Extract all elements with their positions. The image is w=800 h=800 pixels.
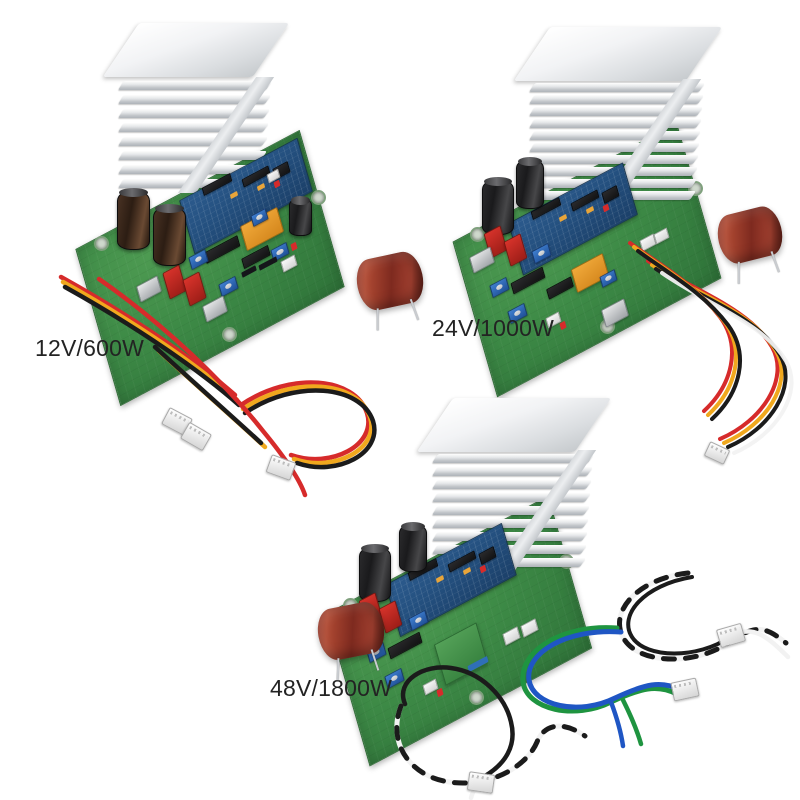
electrolytic-capacitor bbox=[117, 188, 150, 250]
board-label-12v: 12V/600W bbox=[35, 335, 144, 361]
jst-connector[interactable] bbox=[466, 771, 496, 794]
mounting-hole bbox=[469, 690, 484, 705]
attached-wire-harness-24v bbox=[628, 241, 794, 455]
electrolytic-capacitor bbox=[289, 196, 312, 236]
board-label-24v: 24V/1000W bbox=[432, 315, 554, 341]
electrolytic-capacitor bbox=[399, 522, 427, 572]
mounting-hole bbox=[311, 190, 326, 205]
inverter-board-24v[interactable]: 24V/1000W bbox=[432, 27, 794, 465]
electrolytic-capacitor bbox=[153, 204, 186, 266]
black-white-wire-pair-2 bbox=[394, 665, 588, 800]
mounting-hole bbox=[222, 327, 237, 342]
inverter-board-12v[interactable]: 12V/600W bbox=[35, 23, 345, 407]
mounting-hole bbox=[94, 236, 109, 251]
ribbon-wire-harness-12v bbox=[58, 274, 377, 498]
electrolytic-capacitor bbox=[516, 157, 544, 209]
board-label-48v: 48V/1800W bbox=[270, 675, 392, 701]
black-white-wire-pair-1 bbox=[617, 570, 791, 662]
blue-green-wire-pair bbox=[520, 625, 684, 749]
inverter-board-48v[interactable]: 48V/1800W bbox=[270, 398, 612, 767]
